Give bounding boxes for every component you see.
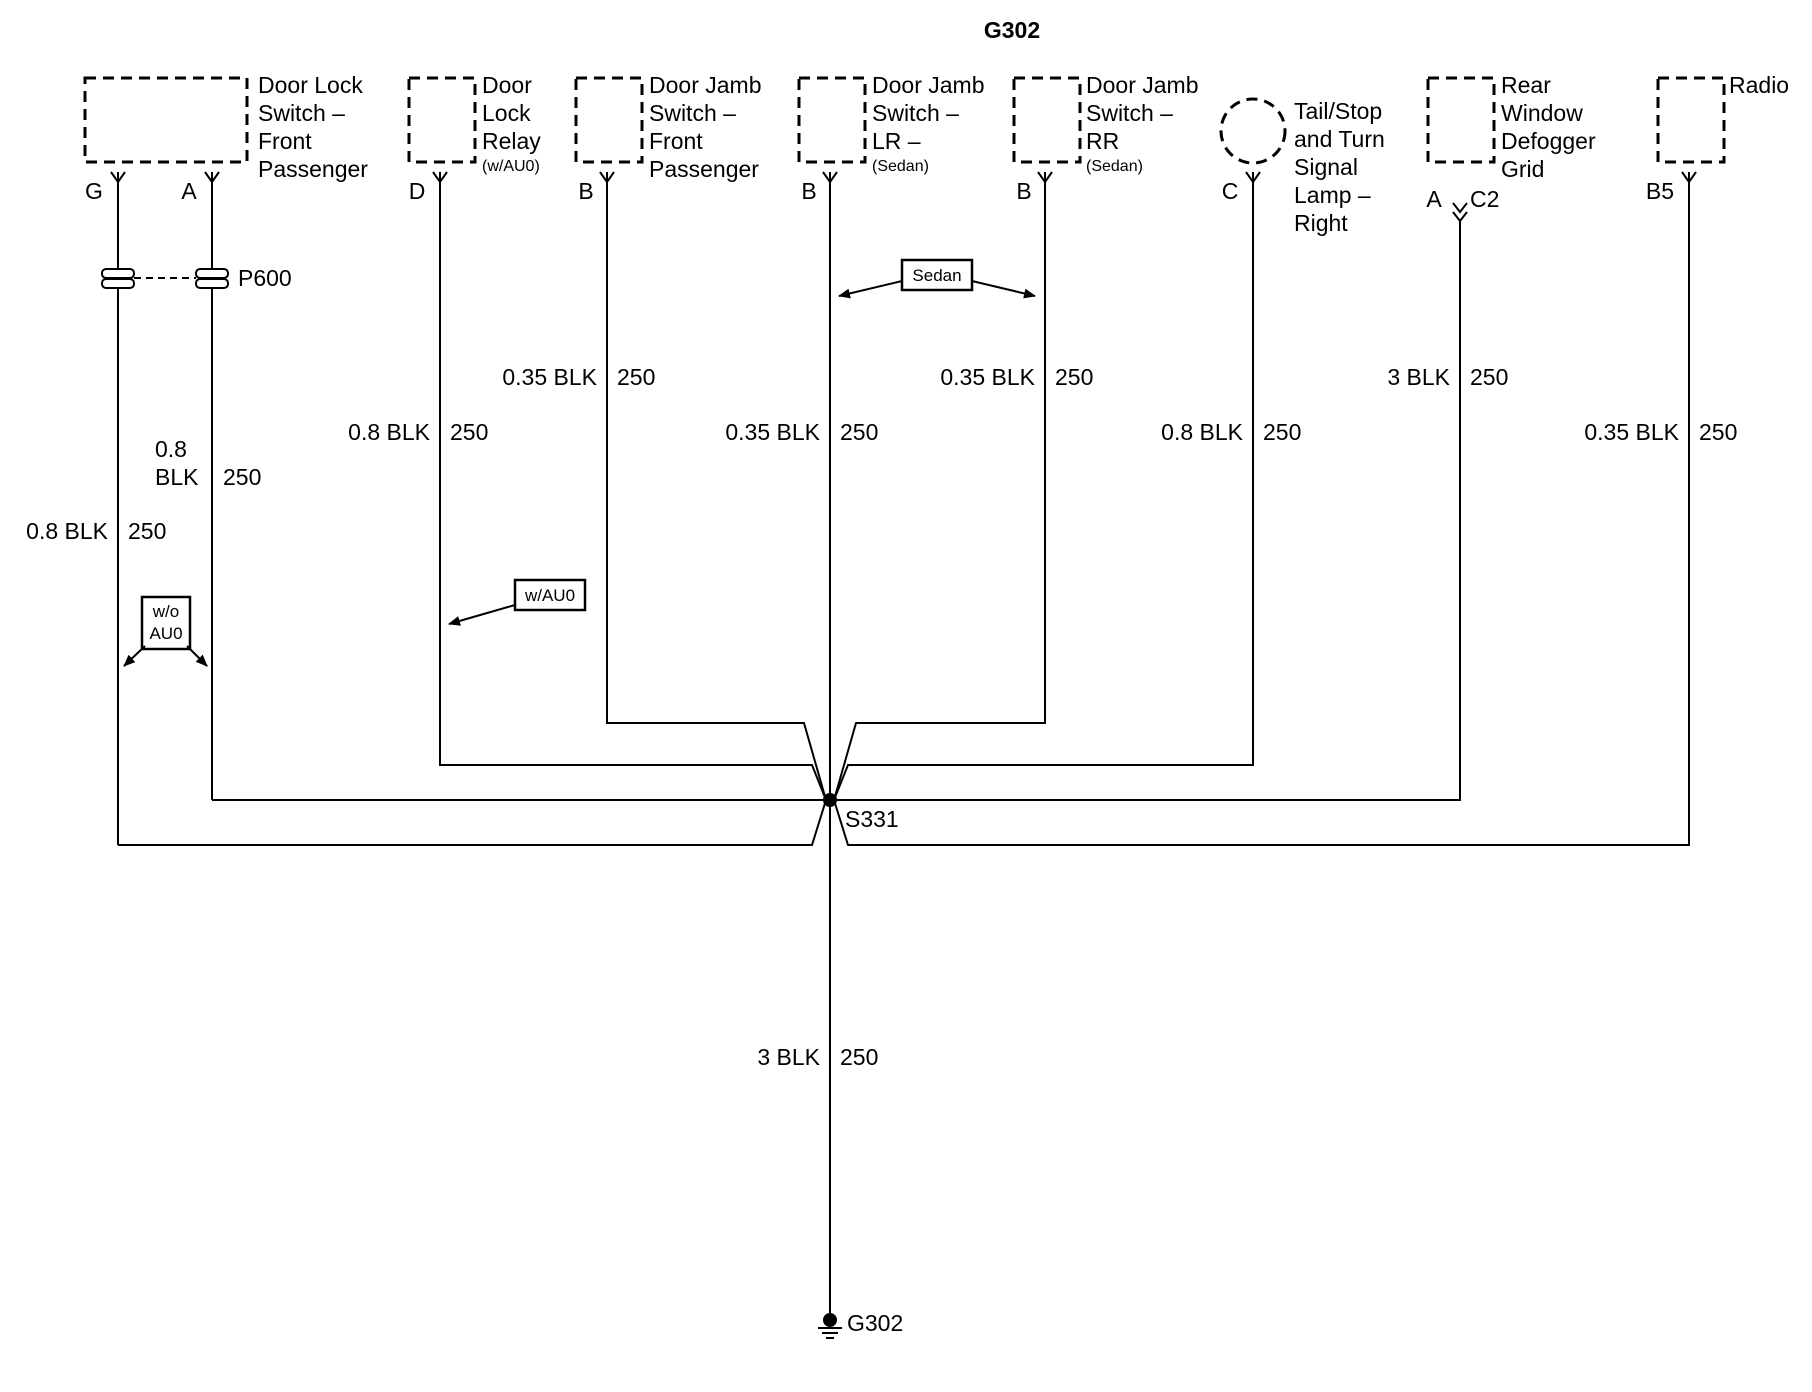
p600-label: P600 [238, 265, 292, 291]
svg-text:0.8 BLK: 0.8 BLK [1161, 419, 1243, 445]
svg-text:Door Jamb: Door Jamb [1086, 72, 1198, 98]
svg-text:250: 250 [840, 1044, 878, 1070]
door-jamb-fp-box [574, 76, 644, 164]
p600-connector [101, 268, 229, 289]
svg-text:Lock: Lock [482, 100, 531, 126]
svg-text:A: A [181, 178, 197, 204]
svg-text:D: D [409, 178, 426, 204]
svg-text:(w/AU0): (w/AU0) [482, 158, 540, 175]
ground-symbol [818, 1313, 842, 1339]
svg-text:B: B [1016, 178, 1031, 204]
door-jamb-fp-label: Door Jamb Switch – Front Passenger [649, 72, 761, 182]
svg-text:Switch –: Switch – [649, 100, 736, 126]
svg-text:w/AU0: w/AU0 [524, 586, 575, 605]
svg-text:0.35 BLK: 0.35 BLK [940, 364, 1035, 390]
svg-text:C2: C2 [1470, 186, 1499, 212]
svg-text:(Sedan): (Sedan) [872, 158, 929, 175]
svg-text:0.8 BLK: 0.8 BLK [26, 518, 108, 544]
svg-text:250: 250 [1055, 364, 1093, 390]
svg-text:(Sedan): (Sedan) [1086, 158, 1143, 175]
door-lock-relay-label: Door Lock Relay (w/AU0) [482, 72, 541, 175]
svg-text:0.35 BLK: 0.35 BLK [1584, 419, 1679, 445]
svg-text:BLK: BLK [155, 464, 199, 490]
door-jamb-rr-label: Door Jamb Switch – RR (Sedan) [1086, 72, 1198, 175]
without-au0-option: w/o AU0 [123, 595, 208, 667]
svg-text:LR –: LR – [872, 128, 921, 154]
radio-box [1656, 76, 1726, 164]
svg-text:250: 250 [128, 518, 166, 544]
svg-text:B5: B5 [1646, 178, 1674, 204]
svg-text:Signal: Signal [1294, 154, 1358, 180]
splice-label: S331 [845, 806, 899, 832]
svg-text:Switch –: Switch – [872, 100, 959, 126]
svg-text:3 BLK: 3 BLK [757, 1044, 820, 1070]
svg-text:0.35 BLK: 0.35 BLK [725, 419, 820, 445]
svg-text:Front: Front [258, 128, 312, 154]
svg-text:Switch –: Switch – [258, 100, 345, 126]
svg-text:3 BLK: 3 BLK [1387, 364, 1450, 390]
svg-text:A: A [1426, 186, 1442, 212]
svg-text:Grid: Grid [1501, 156, 1544, 182]
defogger-box [1426, 76, 1496, 164]
with-au0-option: w/AU0 [448, 578, 587, 626]
svg-text:Window: Window [1501, 100, 1583, 126]
svg-text:Door: Door [482, 72, 532, 98]
door-lock-switch-fp-box [83, 76, 249, 164]
svg-text:Tail/Stop: Tail/Stop [1294, 98, 1382, 124]
door-lock-switch-fp-label: Door Lock Switch – Front Passenger [258, 72, 368, 182]
svg-text:0.8 BLK: 0.8 BLK [348, 419, 430, 445]
svg-text:RR: RR [1086, 128, 1119, 154]
svg-text:AU0: AU0 [149, 624, 182, 643]
tail-lamp-symbol [1219, 97, 1287, 165]
door-jamb-lr-box [797, 76, 867, 164]
svg-text:Defogger: Defogger [1501, 128, 1596, 154]
svg-text:G: G [85, 178, 103, 204]
svg-text:Passenger: Passenger [649, 156, 759, 182]
svg-text:B: B [801, 178, 816, 204]
svg-text:250: 250 [1263, 419, 1301, 445]
svg-text:and Turn: and Turn [1294, 126, 1385, 152]
sedan-option: Sedan [838, 258, 1036, 299]
tail-lamp-label: Tail/Stop and Turn Signal Lamp – Right [1294, 98, 1385, 236]
diagram-title: G302 [984, 17, 1040, 43]
svg-text:Right: Right [1294, 210, 1348, 236]
wires [117, 172, 1690, 1315]
svg-text:250: 250 [617, 364, 655, 390]
svg-text:250: 250 [1470, 364, 1508, 390]
svg-text:C: C [1222, 178, 1239, 204]
svg-text:w/o: w/o [152, 602, 179, 621]
svg-text:Passenger: Passenger [258, 156, 368, 182]
door-jamb-lr-label: Door Jamb Switch – LR – (Sedan) [872, 72, 984, 175]
radio-label: Radio [1729, 72, 1789, 98]
svg-text:Relay: Relay [482, 128, 541, 154]
wire-labels: 0.8 BLK 250 0.8 BLK 250 0.8 BLK 250 0.35… [26, 364, 1737, 1070]
svg-text:Switch –: Switch – [1086, 100, 1173, 126]
svg-text:Door Lock: Door Lock [258, 72, 363, 98]
door-jamb-rr-box [1012, 76, 1082, 164]
svg-text:250: 250 [840, 419, 878, 445]
svg-text:B: B [578, 178, 593, 204]
ground-label: G302 [847, 1310, 903, 1336]
door-lock-relay-box [407, 76, 477, 164]
svg-text:Lamp –: Lamp – [1294, 182, 1371, 208]
svg-text:0.35 BLK: 0.35 BLK [502, 364, 597, 390]
splice-s331 [823, 793, 837, 807]
svg-text:Rear: Rear [1501, 72, 1551, 98]
svg-text:Door Jamb: Door Jamb [649, 72, 761, 98]
svg-text:Sedan: Sedan [912, 266, 961, 285]
pin-labels: G A D B B B C A C2 B5 [85, 178, 1674, 212]
svg-text:250: 250 [223, 464, 261, 490]
svg-text:250: 250 [1699, 419, 1737, 445]
svg-text:Door Jamb: Door Jamb [872, 72, 984, 98]
svg-text:250: 250 [450, 419, 488, 445]
svg-text:Front: Front [649, 128, 703, 154]
svg-text:0.8: 0.8 [155, 436, 187, 462]
defogger-label: Rear Window Defogger Grid [1501, 72, 1596, 182]
